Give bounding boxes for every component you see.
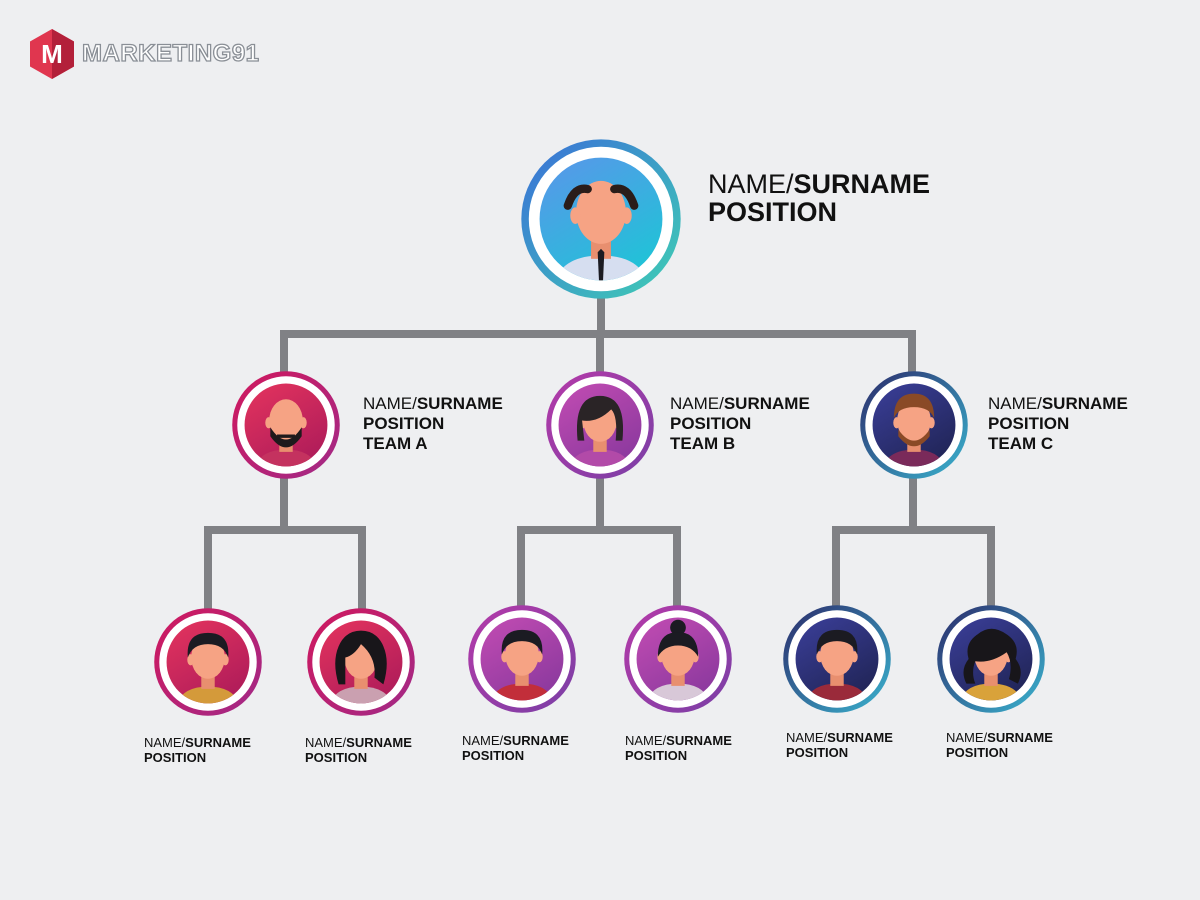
team-c-lead-name: NAME/SURNAME (988, 394, 1128, 413)
ceo-position: POSITION (708, 197, 838, 228)
team-a-member-2-avatar (305, 606, 417, 718)
team-a-lead-label: NAME/SURNAME POSITION TEAM A (363, 394, 503, 454)
bald-bearded-man-icon (232, 371, 340, 479)
man-short-hair-icon (783, 605, 891, 713)
team-c-member-1-avatar (781, 603, 893, 715)
team-c-member-1-label: NAME/SURNAME POSITION (786, 730, 893, 761)
bald-man-shirt-tie-icon (521, 139, 681, 299)
logo-hexagon-icon: M (30, 29, 74, 79)
woman-bob-hair-icon (546, 371, 654, 479)
team-b-lead-position: POSITION (670, 414, 752, 434)
brand-name: MARKETING91 (81, 39, 260, 67)
connector-team-a-tree (204, 478, 366, 611)
team-a-member-1-label: NAME/SURNAME POSITION (144, 735, 251, 766)
team-c-member-2-label: NAME/SURNAME POSITION (946, 730, 1053, 761)
team-c-lead-position: POSITION (988, 414, 1070, 434)
bearded-man-brown-hair-icon (860, 371, 968, 479)
team-a-lead-name: NAME/SURNAME (363, 394, 503, 413)
team-c-lead-label: NAME/SURNAME POSITION TEAM C (988, 394, 1128, 454)
team-b-lead-label: NAME/SURNAME POSITION TEAM B (670, 394, 810, 454)
team-b-member-2-label: NAME/SURNAME POSITION (625, 733, 732, 764)
team-c-label: TEAM C (988, 434, 1054, 454)
woman-hair-bun-icon (624, 605, 732, 713)
team-b-label: TEAM B (670, 434, 736, 454)
team-b-lead-avatar (544, 369, 656, 481)
connector-team-c-tree (832, 478, 995, 608)
team-c-member-2-avatar (935, 603, 1047, 715)
brand-logo: M MARKETING91 (28, 28, 260, 80)
logo-letter: M (41, 39, 63, 69)
connector-team-b-tree (517, 478, 681, 608)
ceo-label: NAME/SURNAME POSITION (708, 170, 930, 227)
team-a-member-1-avatar (152, 606, 264, 718)
team-b-member-1-avatar (466, 603, 578, 715)
team-a-lead-avatar (230, 369, 342, 481)
ceo-avatar (518, 136, 684, 302)
ceo-name: NAME/SURNAME (708, 169, 931, 199)
man-short-hair-icon (468, 605, 576, 713)
team-a-member-2-label: NAME/SURNAME POSITION (305, 735, 412, 766)
man-short-hair-icon (154, 608, 262, 716)
woman-wavy-hair-icon (937, 605, 1045, 713)
team-a-lead-position: POSITION (363, 414, 445, 434)
team-a-label: TEAM A (363, 434, 428, 454)
team-b-member-1-label: NAME/SURNAME POSITION (462, 733, 569, 764)
team-b-lead-name: NAME/SURNAME (670, 394, 810, 413)
woman-curly-hair-icon (307, 608, 415, 716)
team-b-member-2-avatar (622, 603, 734, 715)
team-c-lead-avatar (858, 369, 970, 481)
